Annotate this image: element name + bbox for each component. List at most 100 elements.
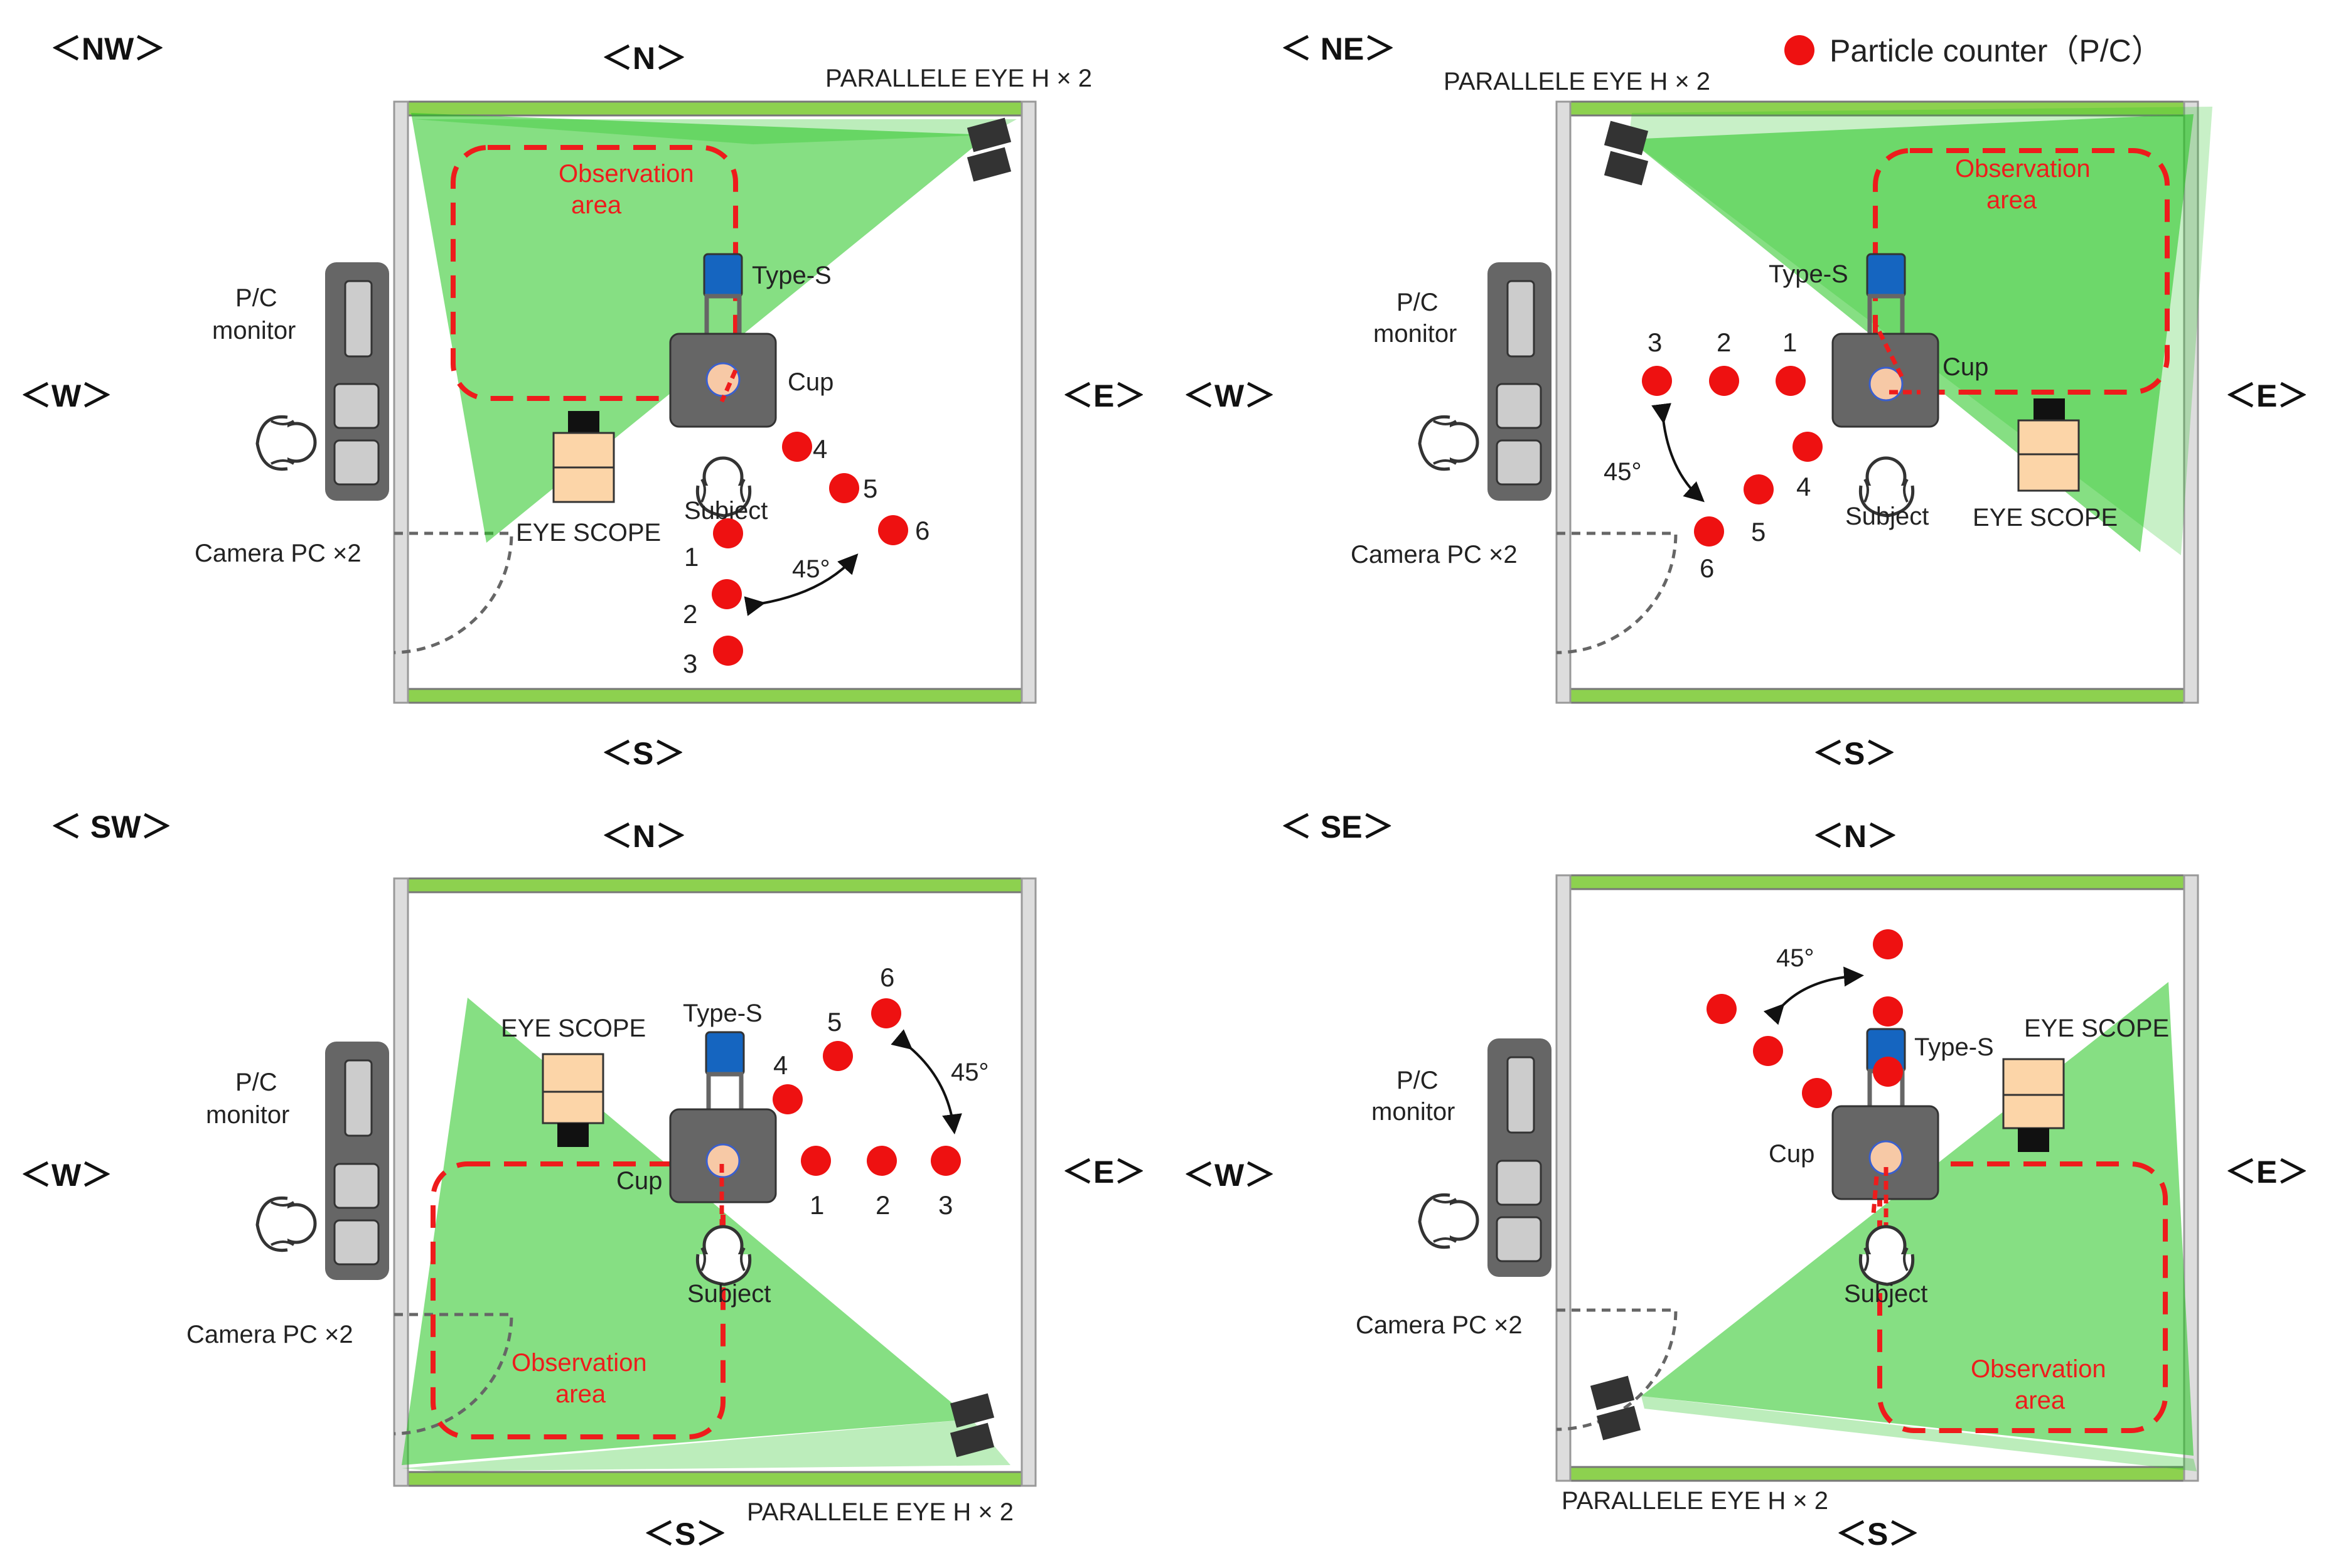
particle-counter-1 [1873, 1057, 1903, 1087]
parallele-eye-label: PARALLELE EYE H × 2 [1444, 68, 1710, 95]
particle-counter-4 [1792, 432, 1823, 462]
angle-label: 45° [951, 1059, 989, 1086]
observation-area-label-line2: area [2015, 1387, 2066, 1414]
point-label-2: 2 [1717, 328, 1731, 357]
direction-east: ＜E＞ [1062, 378, 1145, 413]
east-wall [2183, 874, 2199, 1482]
type-s-label: Type-S [1769, 260, 1848, 288]
direction-east: ＜E＞ [1062, 1155, 1145, 1190]
cup-label: Cup [788, 368, 833, 396]
direction-east: ＜E＞ [2225, 378, 2308, 413]
eye-scope-mount [2034, 398, 2065, 422]
eye-scope-label: EYE SCOPE [516, 519, 661, 547]
angle-arrow [891, 1029, 962, 1134]
eye-scope-mount [568, 411, 599, 435]
particle-counter-3 [1873, 929, 1903, 959]
panel-se: ＜ SE＞ ＜N＞ ＜S＞ ＜W＞ ＜E＞ PARALLELE EYE H × … [1183, 809, 2308, 1552]
direction-west: ＜W＞ [1183, 378, 1275, 413]
camera-field-of-view-secondary [414, 119, 1017, 144]
east-wall [1021, 100, 1037, 704]
point-label-6: 6 [915, 516, 930, 545]
point-label-2: 2 [683, 599, 697, 629]
eye-scope-label: EYE SCOPE [1973, 504, 2118, 531]
cup-flow-line [719, 369, 738, 403]
eye-scope-label: EYE SCOPE [501, 1015, 646, 1042]
angle-label: 45° [1604, 458, 1642, 486]
panel-nw: ＜NW＞ ＜N＞ ＜S＞ ＜W＞ ＜E＞ PARALLELE EYE H × 2… [20, 31, 1145, 771]
point-label-1: 1 [1782, 328, 1797, 357]
parallele-eye-camera [1590, 1375, 1641, 1441]
observation-area [1873, 148, 2170, 395]
panel-ne: ＜ NE＞ ＜S＞ ＜W＞ ＜E＞ PARALLELE EYE H × 2 Ob… [1183, 31, 2308, 771]
point-label-4: 4 [773, 1050, 788, 1080]
eye-scope-mount [557, 1123, 589, 1147]
particle-counter-3 [1642, 366, 1672, 396]
direction-south: ＜S＞ [601, 736, 685, 771]
camera-pc-2 [333, 439, 380, 486]
observation-area-label-line1: Observation [1955, 155, 2091, 183]
west-wall [1555, 874, 1572, 1482]
particle-counter-6 [1694, 516, 1724, 547]
angle-arrow [1651, 403, 1705, 503]
cup-label: Cup [616, 1167, 662, 1195]
observation-area-label-line1: Observation [559, 160, 694, 188]
direction-south: ＜S＞ [1813, 736, 1896, 771]
north-wall [405, 877, 1037, 893]
particle-counter-2 [867, 1146, 897, 1176]
particle-counter-4 [782, 432, 812, 462]
camera-pc-1 [1496, 383, 1542, 429]
south-wall [405, 688, 1037, 704]
angle-arrow [744, 553, 859, 616]
north-wall [405, 100, 1037, 117]
direction-north: ＜N＞ [1813, 819, 1898, 854]
cup-icon [705, 362, 741, 397]
particle-counter-5 [823, 1041, 853, 1071]
panel-sw: ＜ SW＞ ＜N＞ ＜S＞ ＜W＞ ＜E＞ PARALLELE EYE H × … [20, 809, 1145, 1552]
point-label-6: 6 [880, 963, 894, 992]
east-wall [1021, 877, 1037, 1487]
south-wall [1568, 688, 2187, 704]
pc-monitor [344, 280, 373, 358]
west-wall [1555, 100, 1572, 704]
door [394, 1313, 513, 1436]
parallele-eye-label: PARALLELE EYE H × 2 [747, 1498, 1014, 1526]
legend: Particle counter（P/C） [1784, 33, 2163, 68]
direction-west: ＜W＞ [20, 378, 112, 413]
particle-counter-1 [1776, 366, 1806, 396]
south-wall [1568, 1466, 2187, 1482]
particle-counter-2 [1873, 996, 1903, 1027]
pc-monitor-label-line1: P/C [235, 284, 277, 312]
point-label-1: 1 [810, 1190, 824, 1220]
operator-icon [257, 1198, 315, 1250]
parallele-eye-camera [1604, 120, 1649, 186]
angle-label: 45° [792, 555, 830, 583]
point-label-4: 4 [1796, 472, 1811, 501]
direction-west: ＜W＞ [20, 1158, 112, 1193]
particle-counter-4 [773, 1084, 803, 1114]
direction-south: ＜S＞ [643, 1517, 727, 1552]
particle-counter-6 [878, 515, 908, 545]
parallele-eye-label: PARALLELE EYE H × 2 [825, 65, 1092, 92]
type-s-label: Type-S [683, 1000, 763, 1027]
particle-counter-6 [871, 998, 901, 1028]
eye-scope-device [2002, 1058, 2065, 1129]
cup-label: Cup [1943, 353, 1988, 381]
particle-counter-6 [1707, 994, 1737, 1024]
camera-pc-label: Camera PC ×2 [186, 1321, 353, 1348]
parallele-eye-label: PARALLELE EYE H × 2 [1562, 1487, 1828, 1515]
point-label-6: 6 [1700, 553, 1714, 583]
pc-monitor-label-line1: P/C [1396, 1067, 1439, 1094]
camera-field-of-view-secondary [402, 1419, 1010, 1471]
cup-label: Cup [1769, 1140, 1814, 1168]
camera-pc-2 [1496, 439, 1542, 486]
camera-pc-2 [333, 1219, 380, 1266]
subject-label: Subject [1844, 1280, 1927, 1308]
door [1556, 1308, 1678, 1431]
point-label-5: 5 [827, 1007, 842, 1037]
subject-label: Subject [1845, 503, 1929, 530]
south-wall [405, 1471, 1037, 1487]
point-label-3: 3 [683, 649, 697, 678]
angle-label: 45° [1776, 944, 1814, 972]
camera-pc-1 [333, 1163, 380, 1209]
point-label-2: 2 [876, 1190, 890, 1220]
